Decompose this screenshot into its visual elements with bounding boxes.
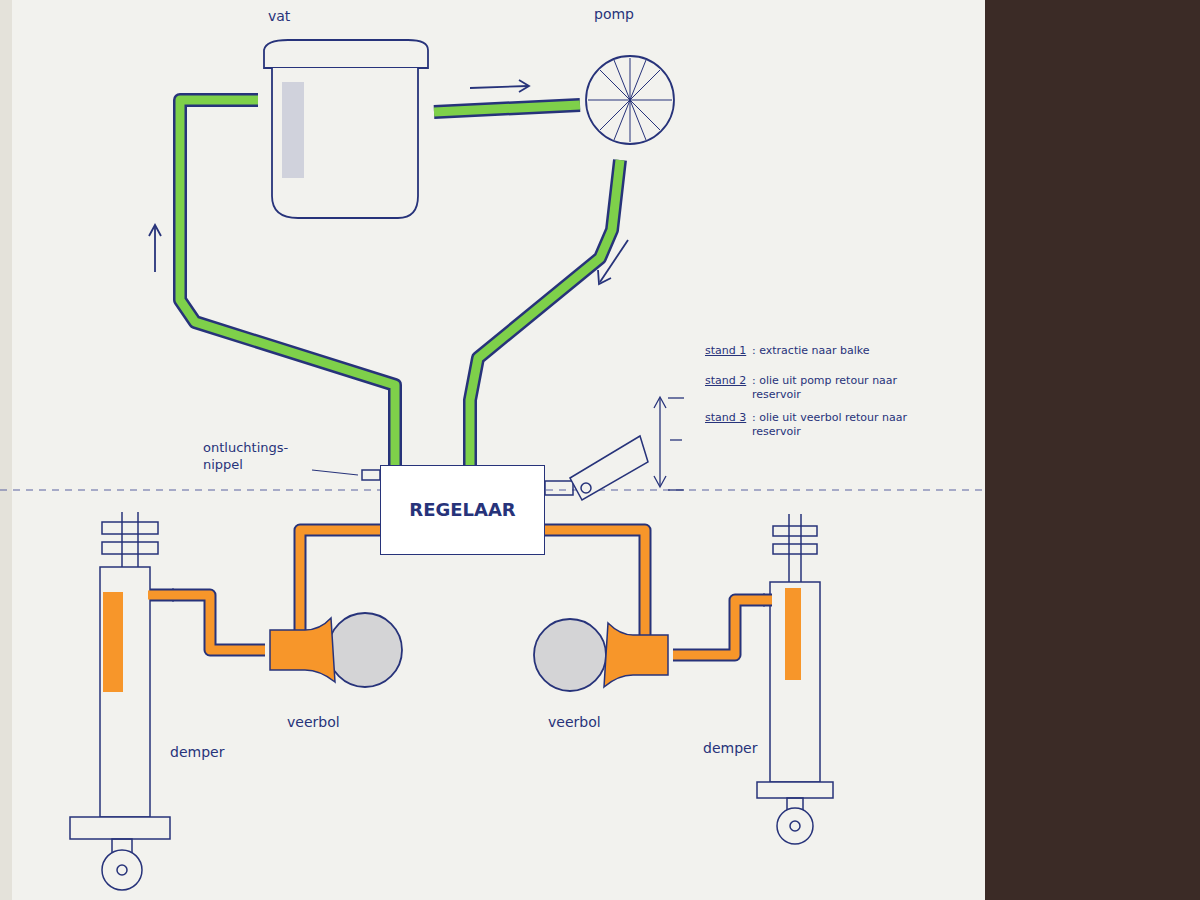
leader-line: [312, 470, 358, 475]
oil-line: [470, 160, 620, 465]
damper: demper: [60, 512, 172, 897]
part-label: demper: [170, 744, 224, 761]
pipe-outline: [300, 530, 380, 600]
part-label: veerbol: [287, 714, 340, 731]
pipe-outline: [172, 595, 265, 650]
pump: pomp: [580, 0, 680, 160]
oil-line: [434, 105, 580, 112]
pipe-outline: [434, 105, 580, 112]
part-label: vat: [268, 8, 290, 25]
fluid-line: [673, 600, 765, 655]
box-label: REGELAAR: [409, 499, 515, 521]
reservoir-drawing: [258, 4, 434, 226]
damper-drawing: [765, 512, 830, 852]
lever-travel-arrow: [654, 397, 684, 490]
spring-sphere: veerbol: [528, 600, 673, 750]
spring-sphere: veerbol: [265, 600, 405, 750]
pump-drawing: [580, 0, 680, 160]
pipe-fill: [545, 530, 645, 600]
fluid-line: [300, 530, 380, 600]
setting-note: : olie uit pomp retour naar reservoir: [752, 374, 942, 403]
pipe-fill: [673, 600, 765, 655]
fluid-line: [172, 595, 265, 650]
pipe-fill: [172, 595, 265, 650]
callout-label: ontluchtings- nippel: [203, 440, 303, 474]
damper: demper: [765, 512, 830, 852]
reservoir: vat: [258, 4, 434, 226]
pipe-outline: [673, 600, 765, 655]
fluid-line: [545, 530, 645, 600]
bleed-nipple: [362, 470, 380, 480]
setting-note: : olie uit veerbol retour naar reservoir: [752, 411, 942, 440]
setting-note: : extractie naar balke: [752, 344, 957, 358]
pipe-outline: [470, 160, 620, 465]
part-label: pomp: [594, 6, 634, 23]
pipe-fill: [470, 160, 620, 465]
part-label: demper: [703, 740, 757, 757]
pipe-fill: [300, 530, 380, 600]
pipe-fill: [434, 105, 580, 112]
damper-drawing: [60, 512, 172, 897]
part-label: veerbol: [548, 714, 601, 731]
paper-edge: [0, 0, 12, 900]
lever: [545, 436, 648, 500]
controller-box: REGELAAR: [380, 465, 545, 555]
pipe-outline: [545, 530, 645, 600]
paper: [0, 0, 985, 900]
